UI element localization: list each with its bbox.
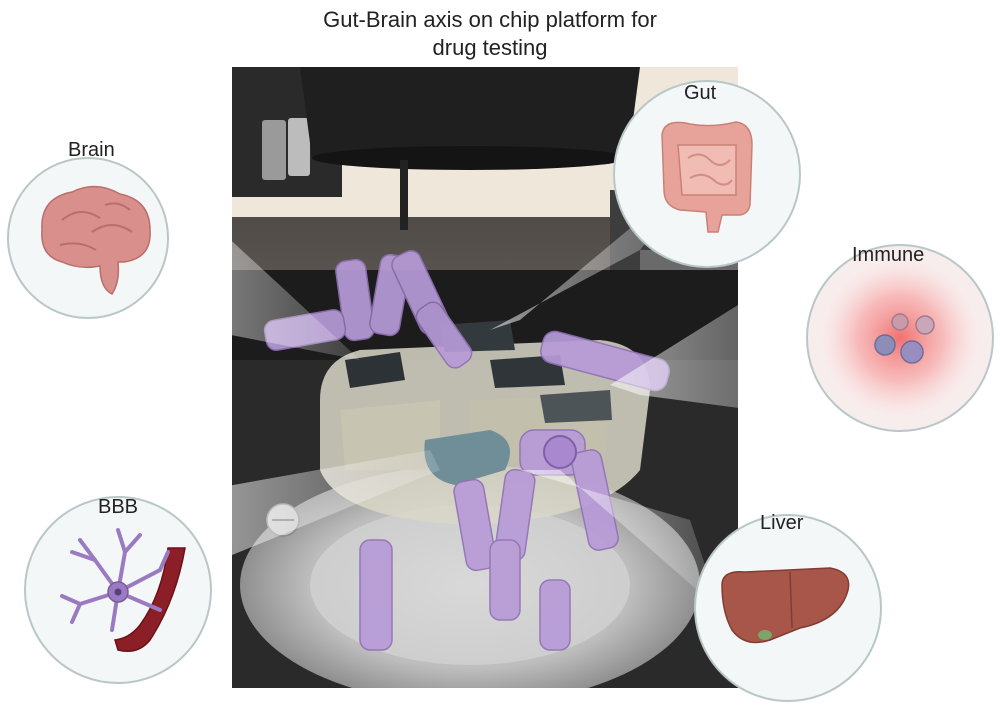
organ-label-bbb: BBB bbox=[98, 496, 139, 518]
organ-label-gut: Gut bbox=[684, 82, 717, 104]
bbb-circle bbox=[24, 496, 212, 684]
title-line-1: Gut-Brain axis on chip platform for bbox=[323, 7, 657, 32]
organ-label-brain: Brain bbox=[68, 139, 115, 161]
liver-circle bbox=[694, 514, 882, 702]
figure-title: Gut-Brain axis on chip platform for drug… bbox=[240, 6, 740, 62]
gut-circle bbox=[613, 80, 801, 268]
immune-circle bbox=[806, 244, 994, 432]
connector-cones bbox=[160, 170, 830, 610]
brain-circle bbox=[7, 157, 169, 319]
liver-icon bbox=[721, 567, 850, 644]
brain-icon bbox=[41, 185, 151, 295]
organ-label-liver: Liver bbox=[760, 512, 804, 534]
immune-cells-icon bbox=[874, 313, 935, 364]
title-line-2: drug testing bbox=[432, 35, 548, 60]
intestine-icon bbox=[661, 121, 753, 233]
neuron-vessel-icon bbox=[60, 528, 186, 652]
organ-label-immune: Immune bbox=[852, 244, 925, 266]
